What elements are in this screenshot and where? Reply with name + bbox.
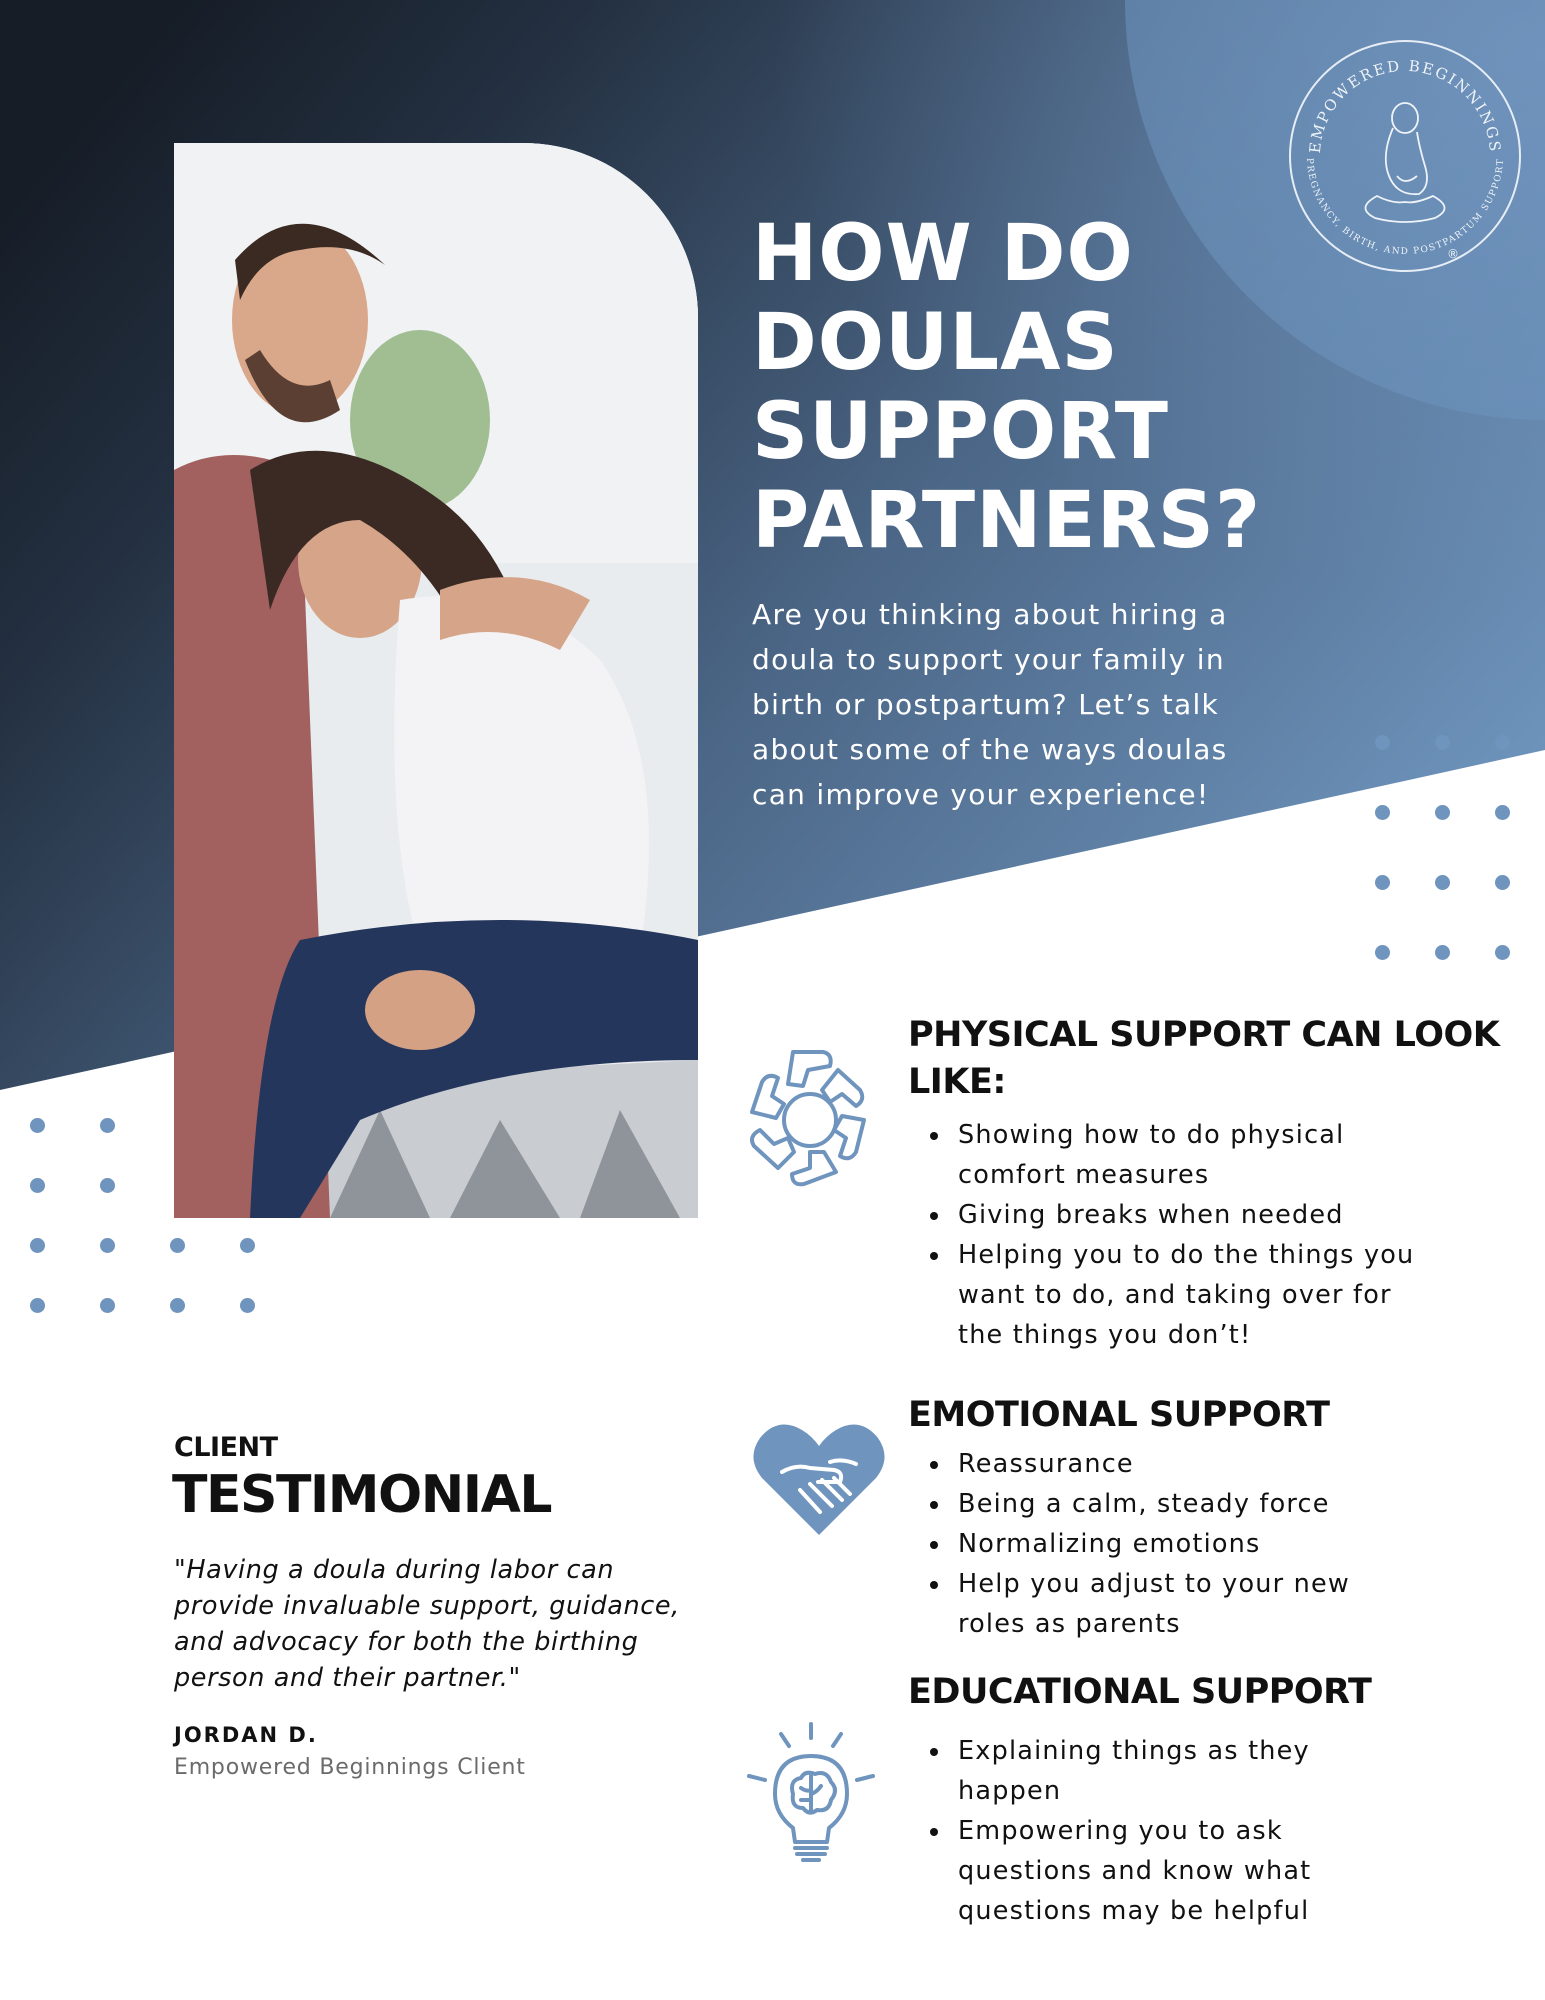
hands-circle-icon — [750, 1050, 866, 1187]
svg-text:EMPOWERED BEGINNINGS: EMPOWERED BEGINNINGS — [1306, 57, 1504, 154]
testimonial-quote: "Having a doula during labor can provide… — [174, 1555, 680, 1693]
couple-photo — [174, 143, 698, 1218]
emotional-support-title: EMOTIONAL SUPPORT — [908, 1392, 1330, 1439]
testimonial-title: TESTIMONIAL — [172, 1465, 552, 1525]
lightbulb-brain-icon — [747, 1722, 875, 1862]
list-item: Explaining things as they happen — [952, 1731, 1422, 1811]
educational-support-title: EDUCATIONAL SUPPORT — [908, 1669, 1372, 1716]
heart-handshake-icon — [753, 1424, 885, 1535]
title-line: PHYSICAL SUPPORT CAN LOOK — [908, 1015, 1500, 1055]
logo-top-text: EMPOWERED BEGINNINGS — [1306, 57, 1502, 154]
physical-support-title: PHYSICAL SUPPORT CAN LOOK LIKE: — [908, 1012, 1500, 1106]
list-item: Showing how to do physical comfort measu… — [952, 1115, 1422, 1195]
title-line: PARTNERS? — [752, 476, 1262, 566]
title-line: DOULAS — [752, 298, 1119, 388]
list-item: Empowering you to ask questions and know… — [952, 1811, 1422, 1931]
title-line: SUPPORT — [752, 387, 1169, 477]
logo-bottom-text: PREGNANCY, BIRTH, AND POSTPARTUM SUPPORT — [1304, 158, 1505, 257]
title-line: LIKE: — [908, 1062, 1006, 1102]
title-line: HOW DO — [752, 209, 1134, 299]
testimonial-eyebrow: CLIENT — [174, 1432, 278, 1463]
list-item: Giving breaks when needed — [952, 1195, 1422, 1235]
empowered-beginnings-logo: EMPOWERED BEGINNINGS PREGNANCY, BIRTH, A… — [1289, 40, 1521, 272]
testimonial-role: Empowered Beginnings Client — [174, 1755, 526, 1780]
intro-paragraph: Are you thinking about hiring a doula to… — [752, 598, 1228, 811]
registered-mark: ® — [1447, 247, 1459, 261]
educational-support-list: Explaining things as they happen Empower… — [926, 1731, 1422, 1931]
list-item: Being a calm, steady force — [952, 1484, 1422, 1524]
physical-support-list: Showing how to do physical comfort measu… — [926, 1115, 1422, 1355]
emotional-support-list: Reassurance Being a calm, steady force N… — [926, 1444, 1422, 1644]
list-item: Help you adjust to your new roles as par… — [952, 1564, 1422, 1644]
testimonial-author: JORDAN D. — [174, 1723, 318, 1747]
title-line: EMOTIONAL SUPPORT — [908, 1395, 1330, 1435]
list-item: Helping you to do the things you want to… — [952, 1235, 1422, 1355]
svg-text:PREGNANCY, BIRTH, AND POSTPART: PREGNANCY, BIRTH, AND POSTPARTUM SUPPORT — [1304, 158, 1506, 257]
list-item: Normalizing emotions — [952, 1524, 1422, 1564]
title-line: EDUCATIONAL SUPPORT — [908, 1672, 1372, 1712]
meditating-woman-icon — [1364, 102, 1446, 223]
page-title: HOW DO DOULAS SUPPORT PARTNERS? — [752, 210, 1312, 566]
list-item: Reassurance — [952, 1444, 1422, 1484]
